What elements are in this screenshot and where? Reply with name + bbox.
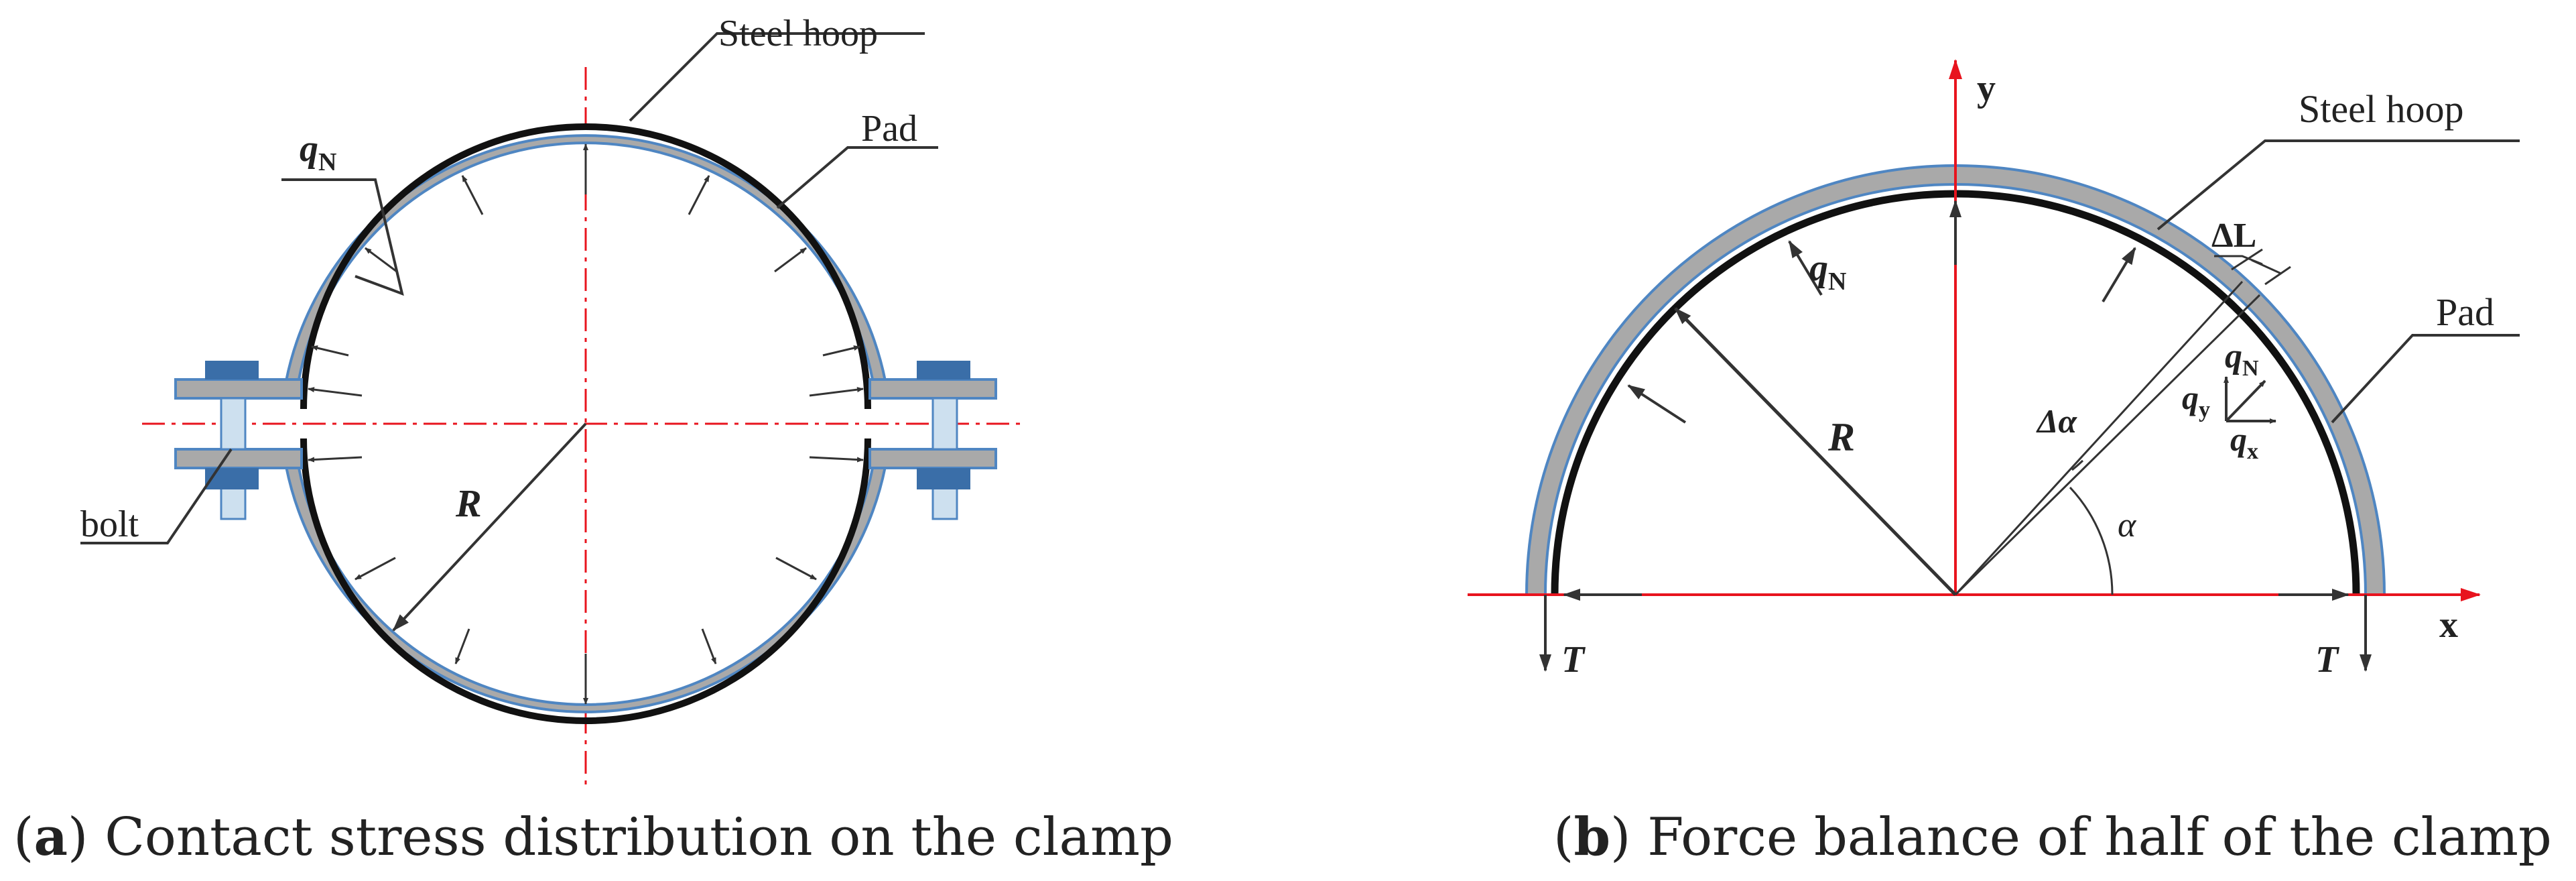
- panel-a: Steel hoop Pad qN R bolt (a) Contact str…: [13, 13, 1173, 868]
- label-alpha: α: [2118, 506, 2137, 544]
- label-tension-left: T: [1561, 639, 1586, 681]
- label-qn-local: qN: [2225, 337, 2259, 381]
- leader-pad-b: [2331, 334, 2520, 424]
- caption-b: (b) Force balance of half of the clamp: [1553, 807, 2552, 868]
- angle-arc-alpha: [2069, 486, 2114, 595]
- pad-lining-lower: [300, 438, 871, 724]
- label-steel-hoop-a: Steel hoop: [718, 13, 878, 54]
- label-axis-y: y: [1977, 68, 1996, 109]
- pressure-arrows-a: [308, 143, 864, 705]
- flange-left-lower: [174, 448, 303, 469]
- leader-steel-hoop-a: [629, 32, 925, 122]
- angle-arc-delta-alpha: [2071, 459, 2084, 471]
- label-pad-b: Pad: [2436, 290, 2494, 334]
- leader-qn-a: [281, 178, 404, 296]
- label-qn-b: qN: [1809, 247, 1846, 296]
- bolt-left: [205, 361, 259, 520]
- label-bolt-a: bolt: [80, 504, 139, 545]
- delta-l-tick-2: [2264, 266, 2291, 286]
- leader-bolt-a: [80, 448, 233, 544]
- label-tension-right: T: [2315, 639, 2340, 681]
- force-qn-local: [2225, 379, 2266, 422]
- label-steel-hoop-b: Steel hoop: [2299, 87, 2463, 131]
- radius-arrow-b: [1674, 307, 1957, 596]
- leader-delta-l: [2214, 255, 2263, 266]
- pressure-arrows-b: [1627, 200, 2136, 424]
- label-pad-a: Pad: [861, 108, 917, 150]
- label-delta-alpha: Δα: [2036, 402, 2077, 440]
- caption-a: (a) Contact stress distribution on the c…: [13, 807, 1173, 868]
- flange-left-upper: [174, 378, 303, 400]
- angle-line-2: [1954, 294, 2261, 596]
- flange-right-upper: [868, 378, 997, 400]
- angle-line-1: [1954, 280, 2244, 596]
- radius-arrow-a: [392, 422, 587, 632]
- label-qy-local: qy: [2182, 379, 2210, 422]
- panel-b: y x T T R α Δα ΔL: [1468, 59, 2552, 868]
- label-radius-b: R: [1827, 415, 1855, 459]
- leader-pad-a: [776, 146, 938, 209]
- label-qn-a: qN: [300, 128, 336, 176]
- leader-steel-hoop-b: [2156, 139, 2520, 231]
- label-qx-local: qx: [2230, 420, 2258, 464]
- bolt-right: [917, 361, 970, 520]
- label-axis-x: x: [2439, 604, 2458, 646]
- pad-lining-upper: [300, 123, 871, 410]
- flange-right-lower: [868, 448, 997, 469]
- label-delta-l: ΔL: [2211, 217, 2256, 255]
- label-radius-a: R: [455, 481, 482, 525]
- delta-l-tick-1: [2231, 248, 2263, 271]
